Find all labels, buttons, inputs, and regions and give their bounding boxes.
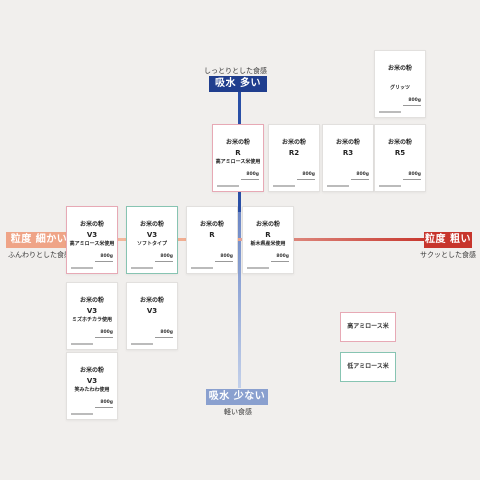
product-variant: ソフトタイプ [136, 241, 167, 247]
weight-underline [403, 178, 421, 179]
weight-underline [215, 260, 233, 261]
product-variant: グリッツ [389, 85, 410, 91]
product-weight: 800g [408, 98, 421, 103]
product-variant: 高アミロース米使用 [69, 241, 115, 247]
weight-underline [297, 178, 315, 179]
product-grade: R2 [288, 149, 300, 157]
product-weight: 800g [302, 172, 315, 177]
legend-low-amylose: 低アミロース米 [340, 352, 396, 382]
product-weight: 800g [160, 330, 173, 335]
product-weight: 800g [408, 172, 421, 177]
product-title: お米の粉 [387, 65, 412, 72]
product-title: お米の粉 [79, 221, 104, 228]
weight-underline [155, 336, 173, 337]
fine-print [273, 185, 295, 187]
fine-print [217, 185, 239, 187]
product-title: お米の粉 [387, 139, 412, 146]
product-card: お米の粉 R5 800g [374, 124, 426, 192]
product-grade: V3 [86, 307, 98, 315]
product-grade: V3 [146, 307, 158, 315]
product-card: お米の粉 V3 ミズホチカラ使用 800g [66, 282, 118, 350]
product-grade: V3 [86, 377, 98, 385]
product-card: お米の粉 V3 800g [126, 282, 178, 350]
product-card: お米の粉 R 高アミロース米使用 800g [212, 124, 264, 192]
fine-print [327, 185, 349, 187]
axis-badge-coarse-grain: 粒度 粗い [424, 232, 472, 248]
axis-badge-fine-grain: 粒度 細かい [6, 232, 72, 248]
product-card: お米の粉 V3 高アミロース米使用 800g [66, 206, 118, 274]
weight-underline [155, 260, 173, 261]
legend-high-amylose: 高アミロース米 [340, 312, 396, 342]
product-weight: 800g [100, 330, 113, 335]
weight-underline [403, 104, 421, 105]
fine-print [71, 343, 93, 345]
fine-print [247, 267, 269, 269]
weight-underline [241, 178, 259, 179]
product-weight: 800g [276, 254, 289, 259]
weight-underline [95, 406, 113, 407]
product-grade: R [265, 231, 271, 239]
fine-print [131, 343, 153, 345]
fine-print [379, 111, 401, 113]
product-grade: V3 [146, 231, 158, 239]
product-weight: 800g [246, 172, 259, 177]
product-card: お米の粉 V3 笑みたわわ使用 800g [66, 352, 118, 420]
product-grade: R3 [342, 149, 354, 157]
product-card: お米の粉グリッツ 800g [374, 50, 426, 118]
weight-underline [95, 336, 113, 337]
axis-badge-high-absorption: 吸水 多い [209, 76, 267, 92]
axis-caption-light: 軽い食感 [224, 408, 252, 416]
product-variant: ミズホチカラ使用 [71, 317, 112, 323]
product-title: お米の粉 [139, 297, 164, 304]
weight-underline [351, 178, 369, 179]
fine-print [71, 413, 93, 415]
weight-underline [95, 260, 113, 261]
fine-print [379, 185, 401, 187]
product-card: お米の粉 R 800g [186, 206, 238, 274]
product-title: お米の粉 [335, 139, 360, 146]
product-title: お米の粉 [225, 139, 250, 146]
fine-print [71, 267, 93, 269]
product-weight: 800g [160, 254, 173, 259]
product-variant: 高アミロース米使用 [215, 159, 261, 165]
product-card: お米の粉 V3 ソフトタイプ 800g [126, 206, 178, 274]
product-grade: R [209, 231, 215, 239]
product-grade: R5 [394, 149, 406, 157]
axis-caption-crispy: サクッとした食感 [420, 251, 476, 259]
product-title: お米の粉 [79, 297, 104, 304]
product-weight: 800g [356, 172, 369, 177]
product-weight: 800g [220, 254, 233, 259]
water-absorption-axis-lower [238, 212, 241, 388]
product-variant: 笑みたわわ使用 [74, 387, 110, 393]
axis-caption-moist: しっとりとした食感 [204, 67, 267, 75]
product-weight: 800g [100, 254, 113, 259]
product-title: お米の粉 [281, 139, 306, 146]
product-title: お米の粉 [79, 367, 104, 374]
product-grade: R [235, 149, 241, 157]
product-grade: V3 [86, 231, 98, 239]
product-title: お米の粉 [255, 221, 280, 228]
axis-badge-low-absorption: 吸水 少ない [206, 389, 268, 405]
product-card: お米の粉 R2 800g [268, 124, 320, 192]
fine-print [131, 267, 153, 269]
product-variant: 栃木県産米使用 [250, 241, 286, 247]
axis-caption-fluffy: ふんわりとした食感 [8, 251, 71, 259]
weight-underline [271, 260, 289, 261]
product-card: お米の粉 R 栃木県産米使用 800g [242, 206, 294, 274]
fine-print [191, 267, 213, 269]
product-title: お米の粉 [139, 221, 164, 228]
grain-size-axis-coarse [240, 238, 430, 241]
product-card: お米の粉 R3 800g [322, 124, 374, 192]
product-weight: 800g [100, 400, 113, 405]
product-title: お米の粉 [199, 221, 224, 228]
